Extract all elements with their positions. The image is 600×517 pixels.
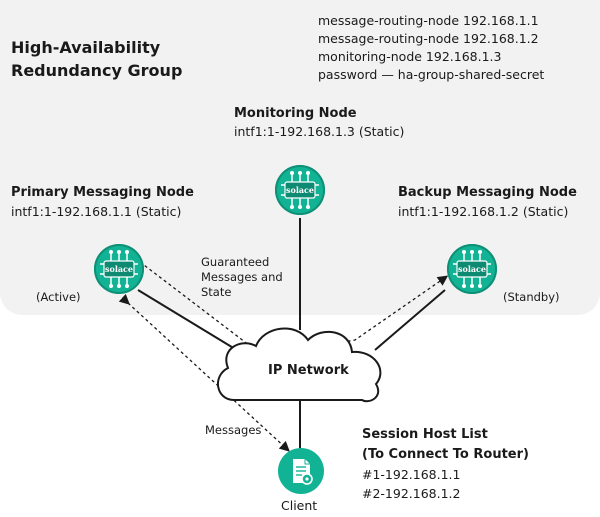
session-host-list-title: Session Host List (To Connect To Router) [362,427,529,462]
ip-network-cloud [217,327,382,403]
svg-text:solace: solace [105,264,133,274]
group-title: High-Availability Redundancy Group [11,38,183,80]
ip-network-label: IP Network [268,363,349,378]
svg-text:solace: solace [286,185,314,195]
config-line: message-routing-node 192.168.1.1 [318,13,539,28]
client-label: Client [281,498,318,513]
primary-node: solace [94,244,144,294]
backup-node: solace [447,244,497,294]
config-line: message-routing-node 192.168.1.2 [318,31,539,46]
link-backup-network [374,289,446,351]
session-host-list: #1-192.168.1.1 #2-192.168.1.2 [362,465,460,503]
messages-label: Messages [205,423,262,437]
host-entry: #2-192.168.1.2 [362,486,461,501]
monitoring-node: solace [275,165,325,215]
primary-node-intf: intf1:1-192.168.1.1 (Static) [11,204,182,219]
backup-node-title: Backup Messaging Node [398,185,577,200]
monitoring-node-intf: intf1:1-192.168.1.3 (Static) [234,124,405,139]
svg-text:solace: solace [458,264,486,274]
backup-node-state: (Standby) [503,290,560,304]
primary-node-state: (Active) [36,290,81,304]
client-node [278,448,324,494]
monitoring-node-title: Monitoring Node [234,106,357,121]
config-line: password — ha-group-shared-secret [318,67,545,82]
document-gear-icon [293,459,313,485]
host-entry: #1-192.168.1.1 [362,467,461,482]
config-line: monitoring-node 192.168.1.3 [318,49,502,64]
messages-path [118,293,290,452]
backup-node-intf: intf1:1-192.168.1.2 (Static) [398,204,569,219]
config-commands: message-routing-node 192.168.1.1 message… [318,12,544,84]
guaranteed-messages-label: Guaranteed Messages and State [201,255,283,299]
primary-node-title: Primary Messaging Node [11,185,194,200]
